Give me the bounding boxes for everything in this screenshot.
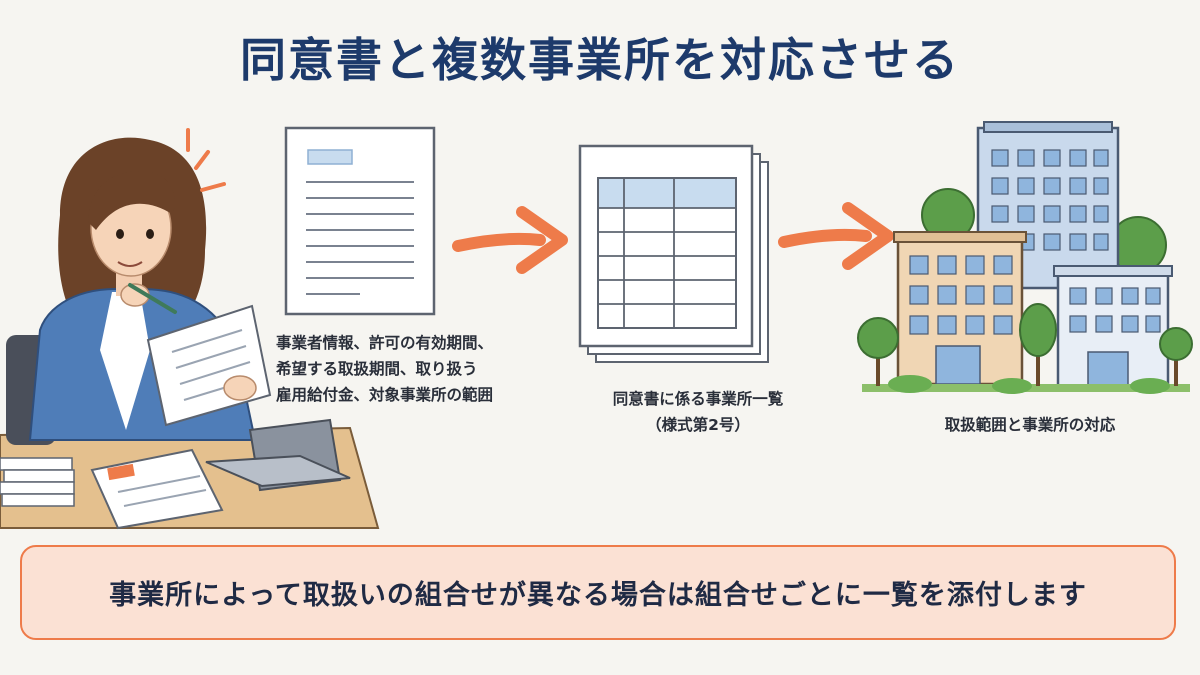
woman-reading-icon bbox=[0, 128, 380, 530]
step2-caption-line: （様式第2号） bbox=[646, 416, 750, 434]
arrow-right-icon bbox=[452, 206, 568, 274]
note-box: 事業所によって取扱いの組合せが異なる場合は組合せごとに一覧を添付します bbox=[20, 545, 1176, 640]
step1-caption-line: 事業者情報、許可の有効期間、 bbox=[276, 334, 494, 352]
step3-caption-line: 取扱範囲と事業所の対応 bbox=[944, 416, 1116, 434]
page-title: 同意書と複数事業所を対応させる bbox=[240, 33, 960, 87]
arrow-right-icon bbox=[778, 202, 894, 270]
step2-caption-line: 同意書に係る事業所一覧 bbox=[612, 390, 784, 408]
consent-document-icon bbox=[284, 126, 436, 316]
office-list-table-icon bbox=[578, 144, 769, 363]
step1-caption: 事業者情報、許可の有効期間、 希望する取扱期間、取り扱う 雇用給付金、対象事業所… bbox=[276, 330, 576, 408]
step2-caption: 同意書に係る事業所一覧 （様式第2号） bbox=[548, 386, 848, 438]
step1-caption-line: 希望する取扱期間、取り扱う bbox=[276, 360, 478, 378]
step1-caption-line: 雇用給付金、対象事業所の範囲 bbox=[276, 386, 494, 404]
step3-caption: 取扱範囲と事業所の対応 bbox=[880, 412, 1180, 438]
note-text: 事業所によって取扱いの組合せが異なる場合は組合せごとに一覧を添付します bbox=[109, 580, 1087, 611]
office-buildings-icon bbox=[857, 121, 1193, 394]
diagram-illustration bbox=[0, 121, 1193, 530]
